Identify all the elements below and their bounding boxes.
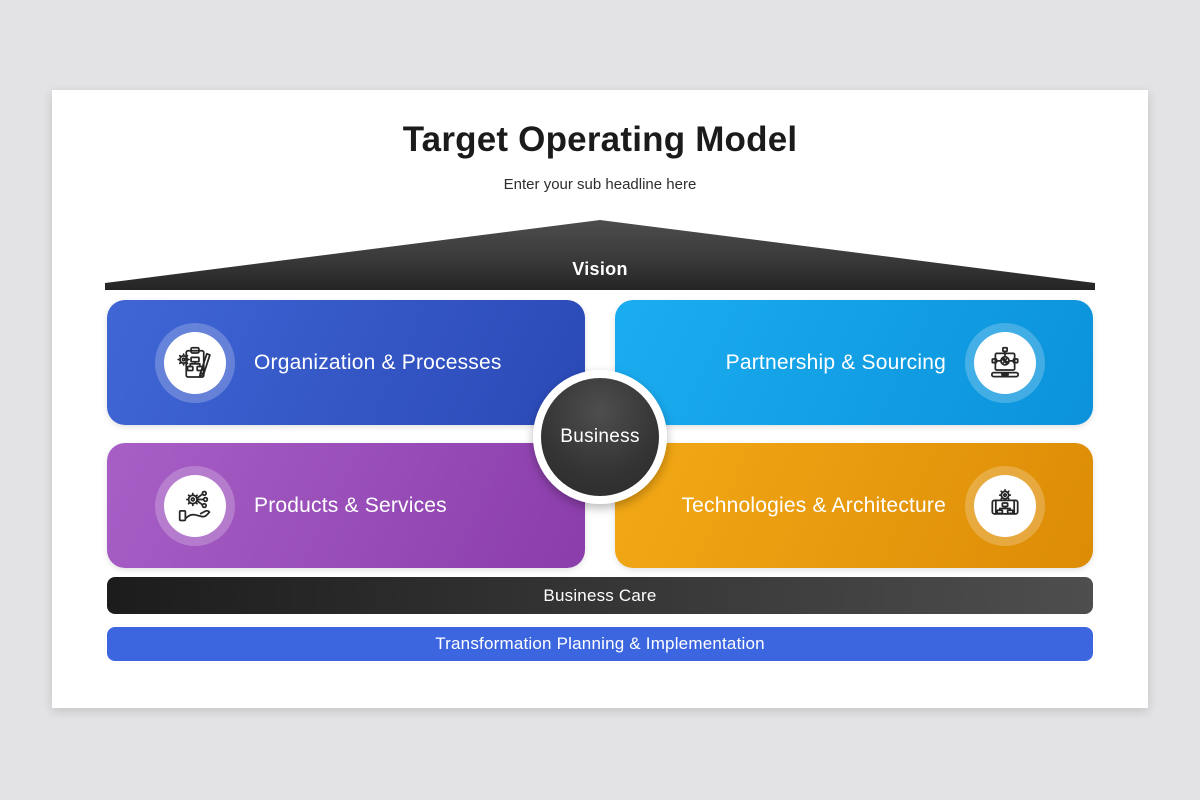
transformation-label: Transformation Planning & Implementation bbox=[435, 634, 765, 653]
business-care-label: Business Care bbox=[543, 585, 657, 605]
page-title: Target Operating Model bbox=[402, 120, 798, 159]
transformation-bar: Transformation Planning & Implementation bbox=[107, 627, 1093, 661]
business-care-bar: Business Care bbox=[107, 577, 1093, 614]
laptop-network-icon bbox=[974, 331, 1036, 394]
quadrant-partnership-sourcing: Partnership & Sourcing bbox=[615, 300, 1093, 425]
vision-label: Vision bbox=[572, 259, 628, 279]
business-hub-circle: Business bbox=[533, 370, 667, 504]
page-subtitle: Enter your sub headline here bbox=[503, 176, 697, 193]
hand-gear-icon bbox=[164, 474, 226, 537]
blueprint-gear-icon bbox=[974, 474, 1036, 537]
business-label: Business bbox=[560, 426, 640, 447]
slide-canvas: Target Operating Model Enter your sub he… bbox=[52, 90, 1148, 708]
vision-roof-shape: Vision bbox=[105, 220, 1095, 290]
quadrant-label: Products & Services bbox=[254, 493, 447, 517]
quadrant-organization-processes: Organization & Processes bbox=[107, 300, 585, 425]
quadrant-label: Technologies & Architecture bbox=[681, 493, 946, 517]
clipboard-process-icon bbox=[164, 331, 226, 394]
quadrant-label: Partnership & Sourcing bbox=[725, 350, 946, 374]
quadrant-technologies-architecture: Technologies & Architecture bbox=[615, 443, 1093, 568]
quadrant-products-services: Products & Services bbox=[107, 443, 585, 568]
quadrant-label: Organization & Processes bbox=[254, 350, 502, 374]
